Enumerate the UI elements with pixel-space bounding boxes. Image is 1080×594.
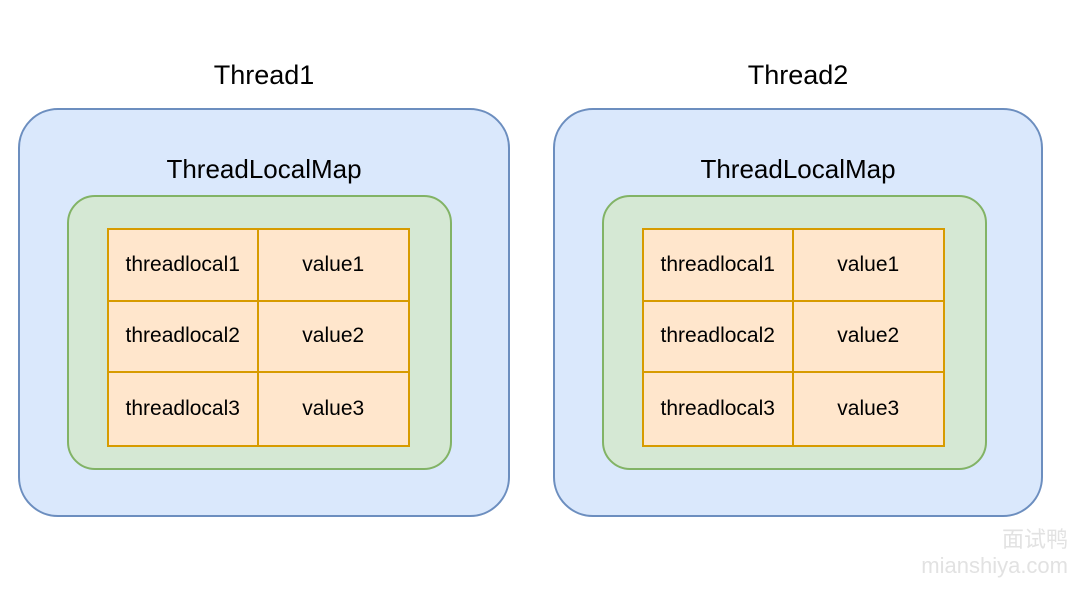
table-cell-key: threadlocal3: [109, 373, 259, 445]
watermark: 面试鸭 mianshiya.com: [921, 527, 1068, 579]
thread2-map-title: ThreadLocalMap: [700, 154, 896, 184]
table-cell-key: threadlocal1: [644, 230, 794, 302]
table-cell-key: threadlocal2: [644, 301, 794, 374]
thread1-entry-table: threadlocal1 value1 threadlocal2 value2 …: [107, 228, 410, 447]
thread1-map-title: ThreadLocalMap: [166, 154, 362, 184]
thread1-map-box: threadlocal1 value1 threadlocal2 value2 …: [67, 195, 452, 470]
thread2-box: ThreadLocalMap threadlocal1 value1 threa…: [553, 108, 1043, 517]
watermark-brand-cn: 面试鸭: [1001, 527, 1068, 552]
table-cell-value: value1: [258, 230, 408, 302]
thread1-title: Thread1: [213, 60, 315, 90]
thread2-title: Thread2: [747, 60, 849, 90]
thread1-box: ThreadLocalMap threadlocal1 value1 threa…: [18, 108, 510, 517]
thread2-entry-table: threadlocal1 value1 threadlocal2 value2 …: [642, 228, 945, 447]
table-cell-key: threadlocal3: [644, 373, 794, 445]
thread2-map-box: threadlocal1 value1 threadlocal2 value2 …: [602, 195, 987, 470]
table-cell-value: value2: [793, 302, 943, 374]
table-cell-value: value3: [837, 397, 900, 421]
table-cell-value: value1: [793, 230, 943, 302]
table-cell-value: value3: [302, 397, 365, 421]
table-cell-key: threadlocal2: [109, 301, 259, 374]
table-cell-value: value2: [258, 302, 408, 374]
watermark-domain: mianshiya.com: [921, 553, 1068, 578]
table-cell-key: threadlocal1: [109, 230, 259, 302]
